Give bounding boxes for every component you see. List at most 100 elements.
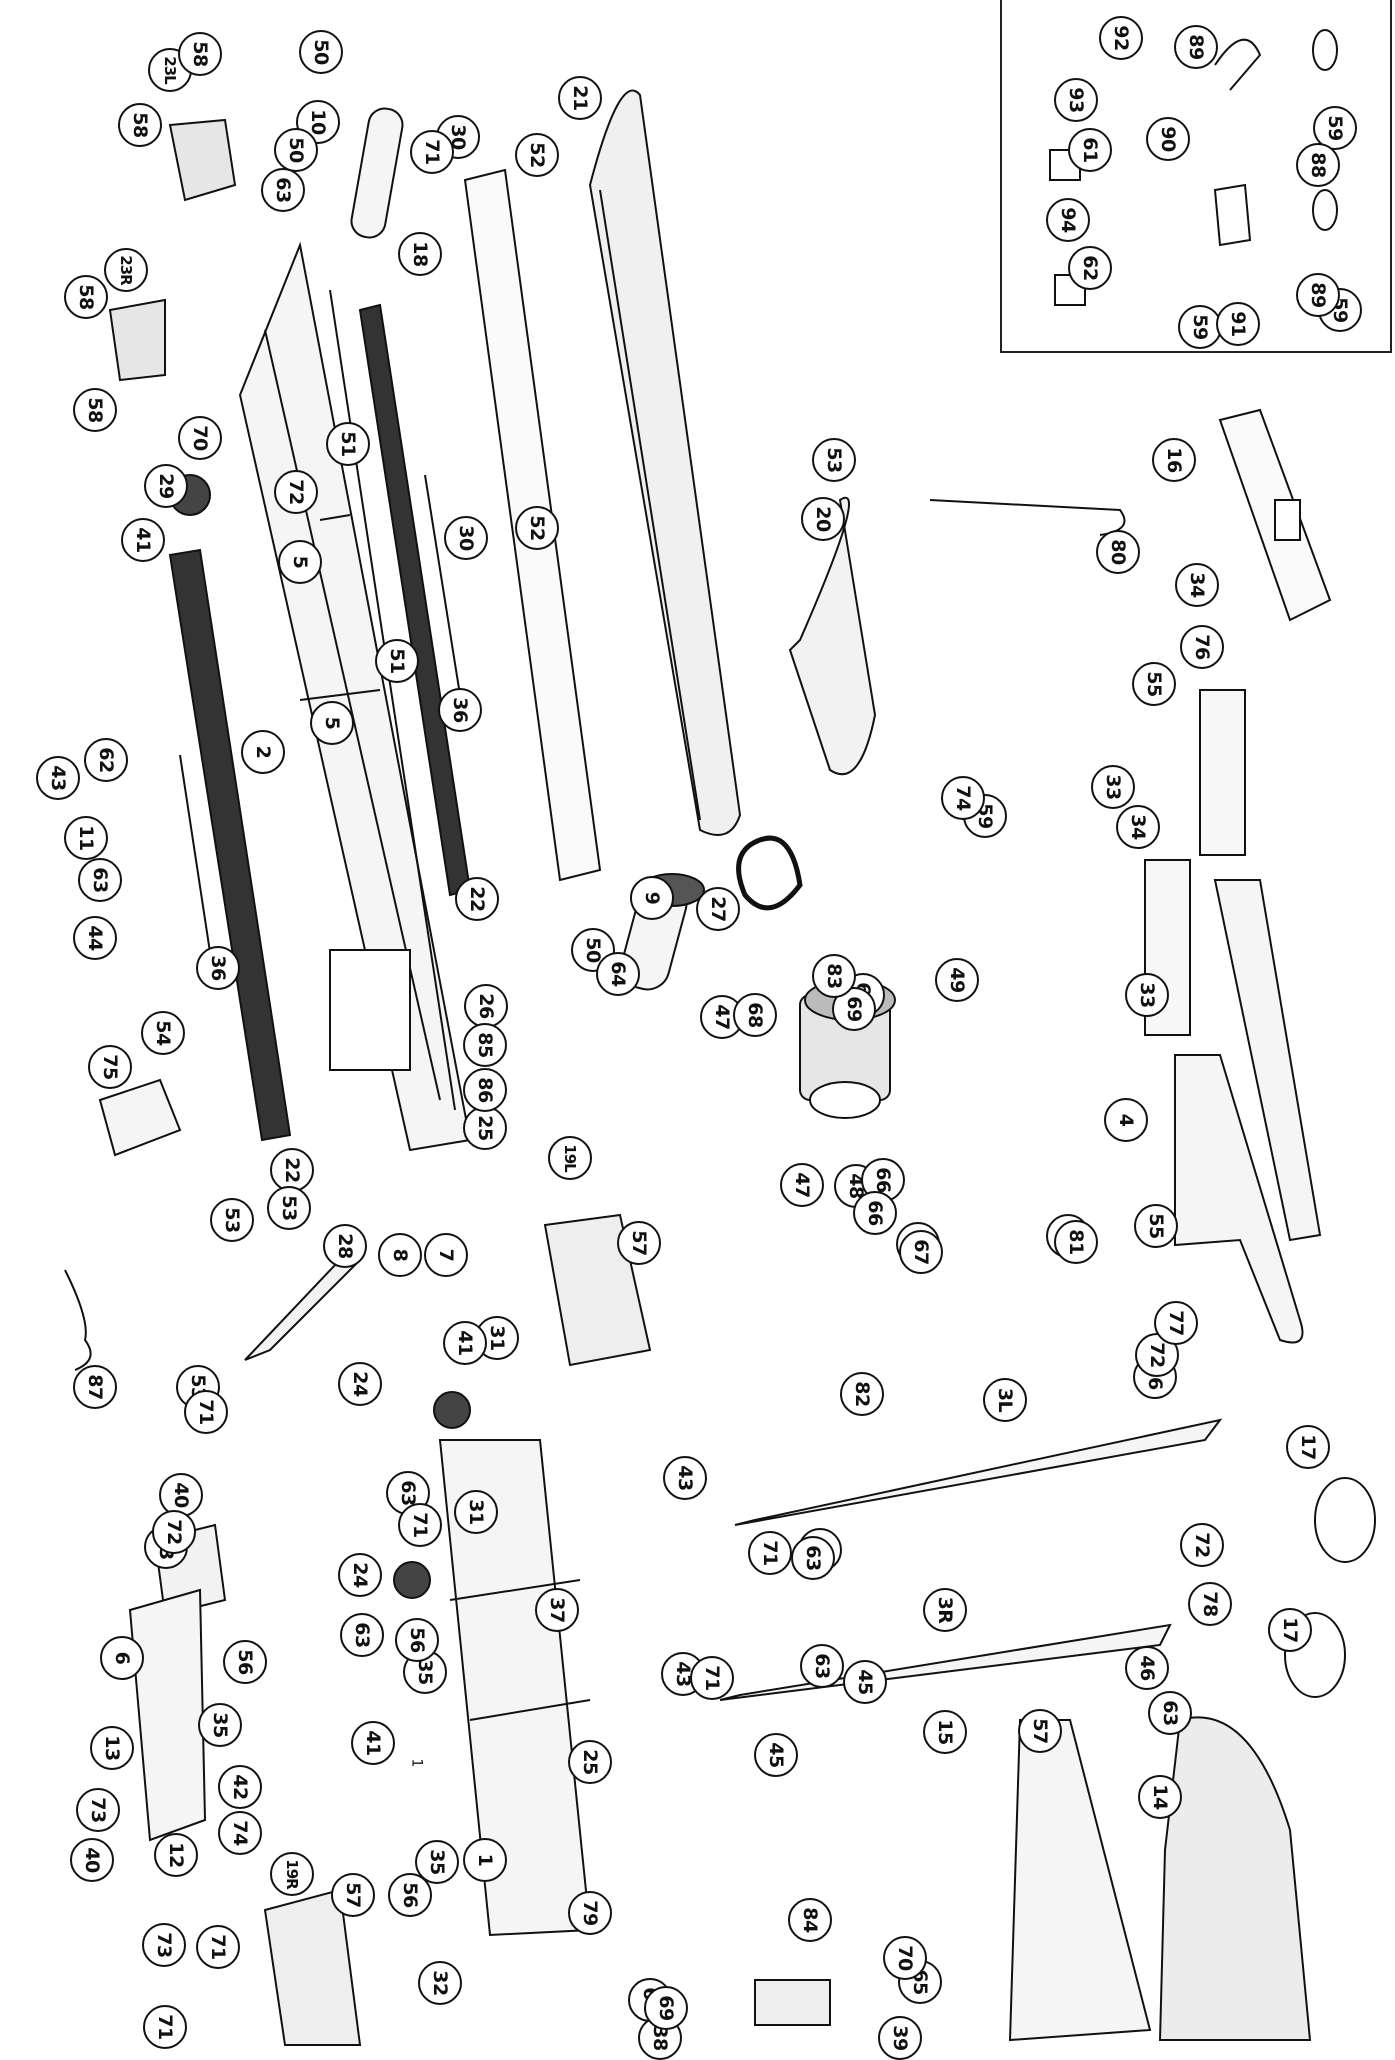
part-callout: 2 bbox=[241, 730, 285, 774]
callout-number: 71 bbox=[195, 1399, 217, 1425]
part-callout: 41 bbox=[443, 1321, 487, 1365]
part-callout: 34 bbox=[1116, 805, 1160, 849]
part-callout: 55 bbox=[1134, 1204, 1178, 1248]
callout-number: 34 bbox=[1127, 814, 1149, 840]
callout-number: 89 bbox=[1307, 282, 1329, 308]
callout-number: 26 bbox=[475, 993, 497, 1019]
part-callout: 56 bbox=[388, 1873, 432, 1917]
part-callout: 3L bbox=[983, 1378, 1027, 1422]
part-callout: 35 bbox=[198, 1703, 242, 1747]
part-callout: 18 bbox=[398, 232, 442, 276]
callout-number: 71 bbox=[701, 1665, 723, 1691]
strip-36-upper bbox=[424, 474, 461, 696]
part-callout: 31 bbox=[454, 1490, 498, 1534]
part-callout: 15 bbox=[923, 1710, 967, 1754]
part-callout: 27 bbox=[696, 887, 740, 931]
callout-number: 43 bbox=[47, 765, 69, 791]
part-callout: 3R bbox=[923, 1588, 967, 1632]
part-callout: 50 bbox=[299, 30, 343, 74]
part-callout: 85 bbox=[463, 1023, 507, 1067]
callout-number: 36 bbox=[207, 955, 229, 981]
wheel-24-lower bbox=[393, 1561, 431, 1599]
part-callout: 26 bbox=[464, 984, 508, 1028]
callout-number: 18 bbox=[409, 241, 431, 267]
part-callout: 63 bbox=[791, 1536, 835, 1580]
part-callout: 64 bbox=[596, 952, 640, 996]
part-callout: 54 bbox=[141, 1011, 185, 1055]
callout-number: 69 bbox=[655, 1995, 677, 2021]
part-callout: 74 bbox=[218, 1811, 262, 1855]
part-callout: 70 bbox=[178, 416, 222, 460]
callout-number: 58 bbox=[129, 112, 151, 138]
part-callout: 50 bbox=[274, 128, 318, 172]
callout-number: 55 bbox=[1145, 1213, 1167, 1239]
part-callout: 36 bbox=[438, 688, 482, 732]
part-callout: 55 bbox=[1132, 662, 1176, 706]
part-callout: 53 bbox=[267, 1186, 311, 1230]
part-callout: 37 bbox=[535, 1588, 579, 1632]
callout-number: 40 bbox=[81, 1847, 103, 1873]
callout-number: 71 bbox=[409, 1512, 431, 1538]
part-callout: 76 bbox=[1180, 625, 1224, 669]
part-callout: 71 bbox=[143, 2005, 187, 2049]
callout-number: 3R bbox=[934, 1596, 956, 1624]
part-callout: 45 bbox=[754, 1733, 798, 1777]
end-cap-23L bbox=[168, 118, 237, 202]
part-callout: 74 bbox=[941, 776, 985, 820]
callout-number: 67 bbox=[910, 1239, 932, 1265]
callout-number: 58 bbox=[189, 41, 211, 67]
part-callout: 41 bbox=[351, 1721, 395, 1765]
part-callout: 44 bbox=[73, 916, 117, 960]
part-callout: 72 bbox=[274, 470, 318, 514]
part-callout: 36 bbox=[196, 946, 240, 990]
part-callout: 23R bbox=[104, 248, 148, 292]
base-bar-left bbox=[734, 1418, 1223, 1526]
callout-number: 72 bbox=[1191, 1532, 1213, 1558]
base-shield bbox=[1008, 1719, 1152, 2042]
drive-belt bbox=[736, 835, 803, 911]
callout-number: 39 bbox=[889, 2025, 911, 2051]
callout-number: 29 bbox=[155, 473, 177, 499]
callout-number: 63 bbox=[351, 1622, 373, 1648]
motor-cover bbox=[788, 496, 877, 776]
callout-number: 94 bbox=[1057, 207, 1079, 233]
callout-number: 50 bbox=[310, 39, 332, 65]
callout-number: 12 bbox=[165, 1842, 187, 1868]
callout-number: 66 bbox=[864, 1200, 886, 1226]
callout-number: 71 bbox=[421, 139, 443, 165]
callout-number: 78 bbox=[1199, 1591, 1221, 1617]
bracket-76 bbox=[98, 1078, 182, 1157]
callout-number: 63 bbox=[811, 1653, 833, 1679]
part-callout: 72 bbox=[152, 1510, 196, 1554]
part-callout: 39 bbox=[878, 2016, 922, 2060]
part-callout: 21 bbox=[558, 76, 602, 120]
callout-number: 75 bbox=[99, 1054, 121, 1080]
part-callout: 63 bbox=[78, 858, 122, 902]
callout-number: 41 bbox=[454, 1330, 476, 1356]
callout-number: 72 bbox=[285, 479, 307, 505]
part-callout: 89 bbox=[1296, 273, 1340, 317]
part-callout: 92 bbox=[1099, 16, 1143, 60]
part-callout: 52 bbox=[515, 133, 559, 177]
part-callout: 58 bbox=[118, 103, 162, 147]
part-callout: 63 bbox=[261, 168, 305, 212]
callout-number: 71 bbox=[759, 1540, 781, 1566]
callout-number: 83 bbox=[823, 963, 845, 989]
callout-number: 8 bbox=[389, 1248, 411, 1262]
callout-number: 57 bbox=[628, 1230, 650, 1256]
part-callout: 71 bbox=[410, 130, 454, 174]
part-callout: 71 bbox=[748, 1531, 792, 1575]
end-cap-upper bbox=[1314, 1477, 1376, 1563]
callout-number: 73 bbox=[87, 1797, 109, 1823]
wheel-24-upper bbox=[433, 1391, 471, 1429]
callout-number: 52 bbox=[526, 142, 548, 168]
part-callout: 63 bbox=[1148, 1691, 1192, 1735]
part-callout: 19R bbox=[270, 1852, 314, 1896]
part-callout: 9 bbox=[630, 876, 674, 920]
part-callout: 5 bbox=[278, 540, 322, 584]
part-callout: 51 bbox=[375, 639, 419, 683]
part-callout: 47 bbox=[780, 1163, 824, 1207]
callout-number: 86 bbox=[474, 1077, 496, 1103]
callout-number: 54 bbox=[152, 1020, 174, 1046]
callout-number: 43 bbox=[674, 1465, 696, 1491]
